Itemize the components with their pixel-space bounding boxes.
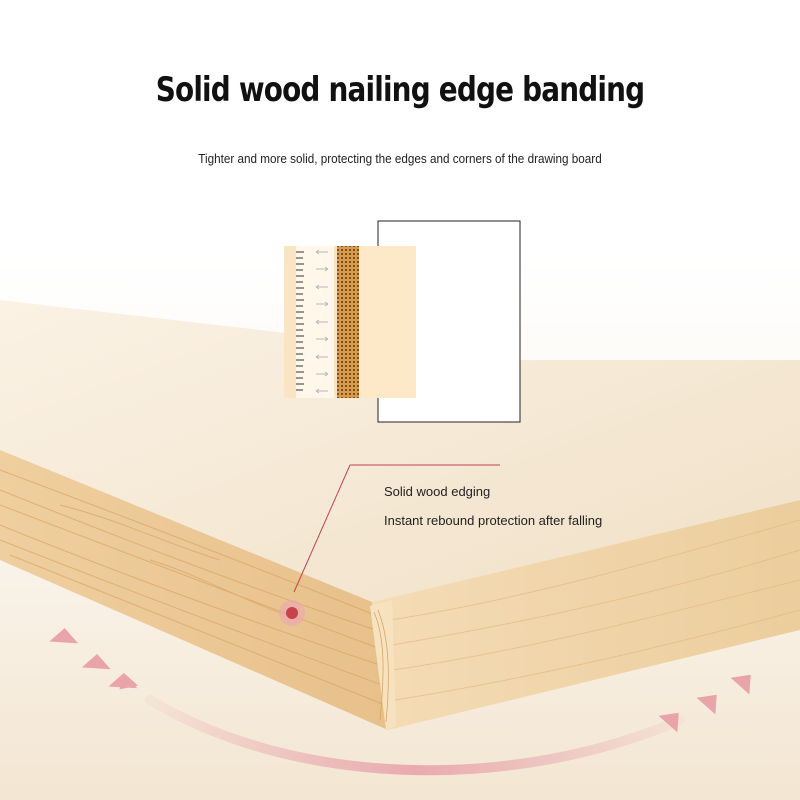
callout-title: Solid wood edging — [384, 484, 491, 499]
callout-pointer — [279, 464, 500, 626]
nail-row-icon — [296, 251, 304, 391]
page-title: Solid wood nailing edge banding — [155, 70, 645, 110]
glue-strip — [337, 246, 359, 398]
board-edge-front — [0, 450, 388, 730]
board-top-surface — [0, 300, 800, 602]
curved-arrow-icon — [49, 628, 751, 776]
nail-zone — [296, 246, 334, 398]
page-subtitle: Tighter and more solid, protecting the e… — [198, 151, 602, 166]
board-core — [359, 246, 416, 398]
arrow-indicator-icon — [315, 249, 329, 394]
board-edge-right — [372, 500, 800, 730]
cross-section-diagram — [284, 220, 521, 423]
callout-description: Instant rebound protection after falling — [384, 513, 603, 528]
wood-grain-right — [389, 519, 800, 701]
end-grain-rings — [373, 609, 389, 723]
